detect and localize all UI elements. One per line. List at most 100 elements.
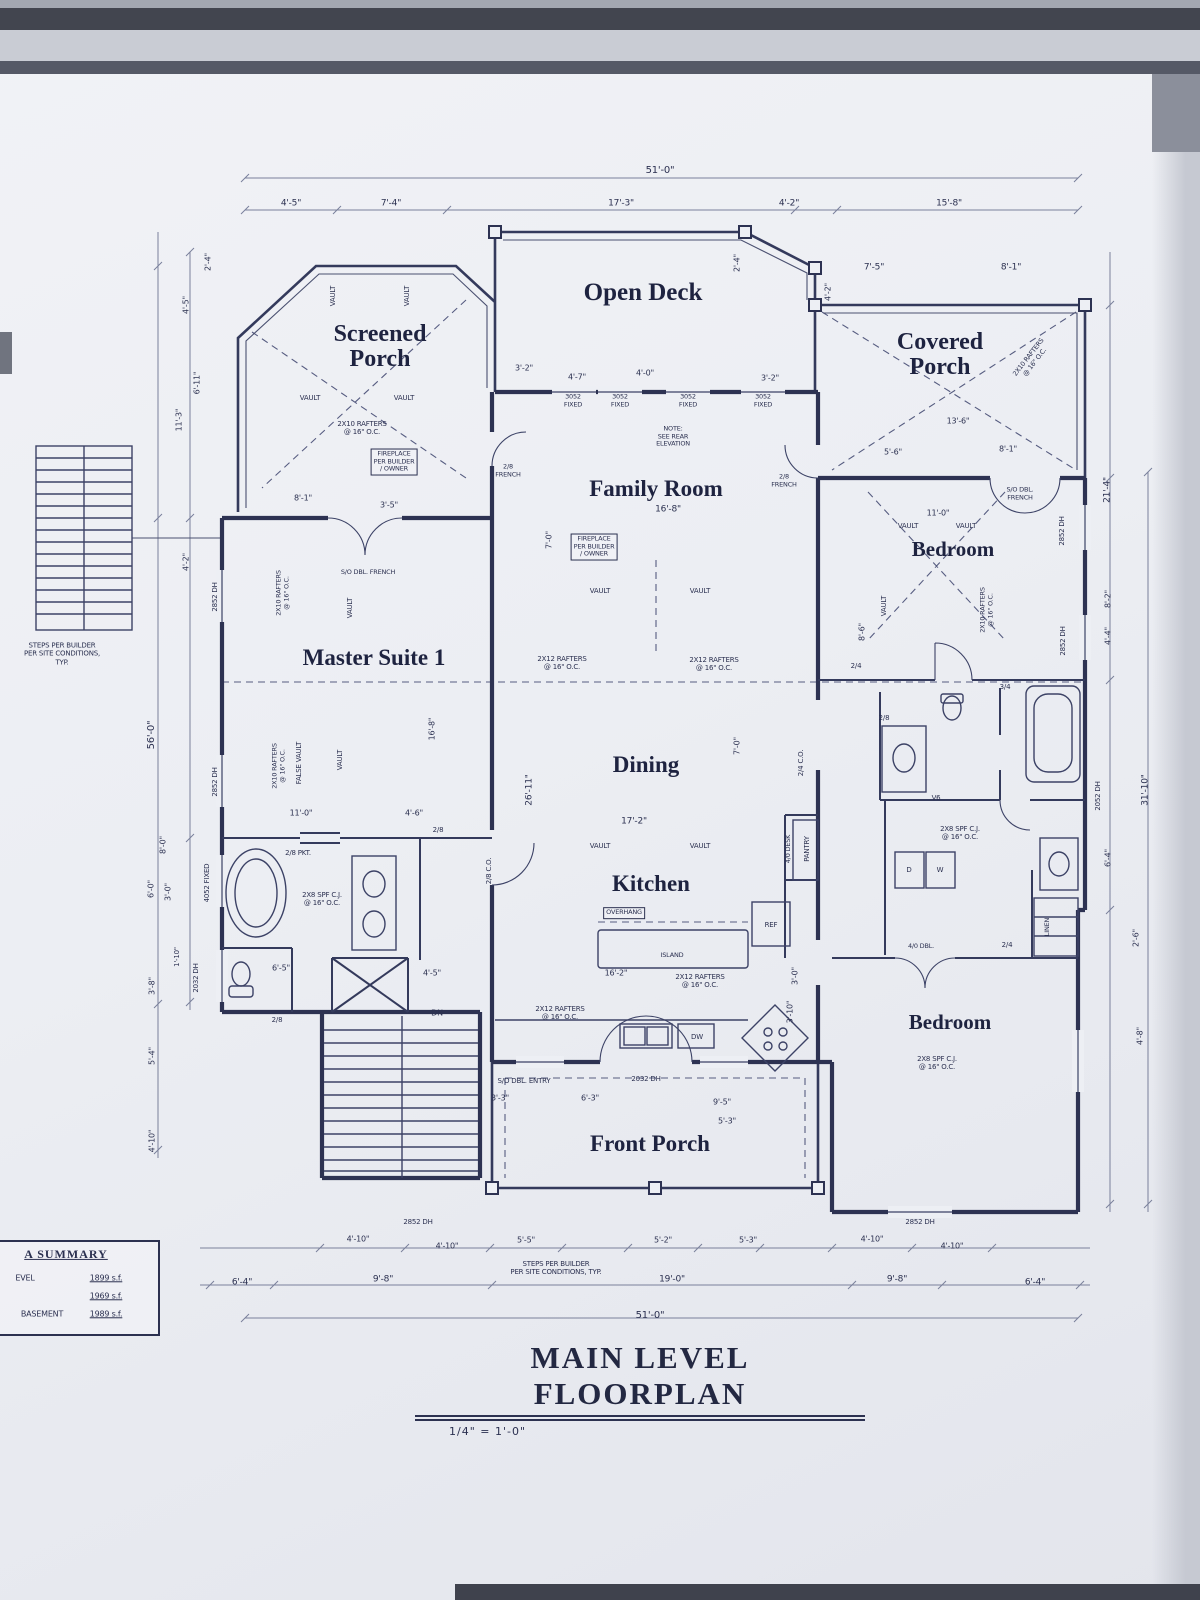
plan-annotation: 2X8 SPF C.J. @ 16" O.C. — [940, 824, 980, 841]
plan-annotation: 11'-0" — [289, 808, 313, 818]
area-summary-value: 1989 s.f. — [89, 1309, 123, 1319]
vault-and-ceiling-dashed-lines — [222, 299, 1085, 1178]
drawing-title-block: MAIN LEVEL FLOORPLAN 1/4" = 1'-0" — [415, 1340, 865, 1438]
drawing-scale: 1/4" = 1'-0" — [449, 1425, 527, 1438]
plan-annotation: FIREPLACE PER BUILDER / OWNER — [370, 448, 418, 476]
plan-annotation: 11'-0" — [926, 508, 950, 518]
room-label-covered-porch: Covered Porch — [896, 328, 984, 380]
room-label-screened-porch: Screened Porch — [333, 320, 427, 372]
plan-annotation: 5'-5" — [517, 1235, 535, 1245]
plan-annotation: 3'-5" — [380, 500, 398, 510]
plan-annotation: 2/8 — [271, 1015, 283, 1024]
plan-annotation: 4'-5" — [280, 198, 302, 209]
photo-top-gap-band — [0, 30, 1200, 61]
plan-annotation: 3052 FIXED — [563, 392, 583, 408]
plan-annotation: 9'-8" — [886, 1274, 908, 1285]
plan-annotation: FIREPLACE PER BUILDER / OWNER — [570, 533, 618, 561]
plan-annotation: 16'-8" — [655, 504, 681, 515]
plan-annotation: 2X8 SPF C.J. @ 16" O.C. — [302, 890, 342, 907]
area-summary-label: EVEL — [15, 1273, 35, 1283]
plan-annotation: 2/8 FRENCH — [771, 472, 797, 488]
plan-annotation: 9'-5" — [713, 1097, 731, 1107]
room-label-open-deck: Open Deck — [583, 278, 703, 306]
plan-annotation: VAULT — [689, 586, 711, 595]
plan-annotation: 51'-0" — [645, 165, 675, 177]
plan-annotation: 5'-6" — [884, 447, 902, 457]
drawing-title: MAIN LEVEL FLOORPLAN — [415, 1340, 865, 1421]
room-label-family-room: Family Room — [589, 475, 723, 501]
photo-right-corner-shadow — [1152, 74, 1200, 152]
plan-annotation: 4'-10" — [860, 1234, 884, 1244]
plan-annotation: 4'-0" — [636, 368, 654, 378]
plan-annotation: 2/4 — [1001, 940, 1013, 949]
plan-annotation: 8'-1" — [294, 493, 312, 503]
plan-annotation: 4'-10" — [940, 1241, 964, 1251]
plan-annotation: 3052 FIXED — [753, 392, 773, 408]
fixtures-and-stairs — [35, 445, 1081, 1178]
plan-annotation: V6 — [931, 793, 941, 802]
plan-annotation: W — [936, 865, 944, 874]
plan-annotation: REF — [764, 920, 778, 929]
room-label-bedroom-1: Bedroom — [911, 536, 995, 561]
plan-annotation: 6'-4" — [231, 1277, 253, 1288]
plan-annotation: 8'-1" — [1000, 262, 1022, 273]
photo-bottom-edge — [455, 1584, 1200, 1600]
room-label-kitchen: Kitchen — [612, 870, 690, 896]
plan-annotation: 5'-2" — [654, 1235, 672, 1245]
plan-annotation: 2/8 FRENCH — [495, 462, 521, 478]
plan-annotation: S/O DBL. FRENCH — [1006, 485, 1034, 501]
plan-annotation: 3'-3" — [491, 1093, 509, 1103]
plan-annotation: 4'-5" — [423, 968, 441, 978]
plan-annotation: DN — [431, 1008, 443, 1018]
paper-top-edge-shadow — [0, 61, 1200, 74]
plan-annotation: 17'-3" — [608, 198, 634, 209]
plan-annotation: 19'-0" — [659, 1274, 685, 1285]
plan-annotation: 6'-5" — [272, 963, 290, 973]
plan-annotation: 13'-6" — [946, 416, 970, 426]
porch-posts — [485, 225, 1092, 1195]
area-summary-value: 1969 s.f. — [89, 1291, 123, 1301]
plan-annotation: 4'-10" — [346, 1234, 370, 1244]
plan-annotation: VAULT — [689, 841, 711, 850]
plan-annotation: 2X12 RAFTERS @ 16" O.C. — [537, 654, 587, 671]
plan-annotation: 2/8 — [878, 713, 890, 722]
plan-annotation: 2X8 SPF C.J. @ 16" O.C. — [917, 1054, 957, 1071]
plan-annotation: STEPS PER BUILDER PER SITE CONDITIONS, T… — [510, 1259, 602, 1276]
plan-annotation: 2032 DH — [631, 1074, 661, 1083]
plan-annotation: 5'-3" — [718, 1116, 736, 1126]
plan-annotation: D — [906, 865, 912, 874]
plan-annotation: 2852 DH — [403, 1217, 433, 1226]
plan-annotation: 2/4 — [850, 661, 862, 670]
plan-annotation: 2852 DH — [905, 1217, 935, 1226]
plan-annotation: 17'-2" — [621, 816, 647, 827]
room-label-front-porch: Front Porch — [590, 1130, 710, 1156]
plan-annotation: ISLAND — [660, 951, 684, 960]
area-summary-box — [0, 1240, 160, 1336]
interior-walls — [222, 679, 1085, 1013]
photo-top-dark-band — [0, 8, 1200, 30]
room-label-bedroom-2: Bedroom — [908, 1009, 992, 1034]
photo-left-edge-mark — [0, 332, 12, 374]
plan-annotation: DW — [691, 1032, 703, 1041]
plan-annotation: 4'-2" — [778, 198, 800, 209]
plan-annotation: S/O DBL. ENTRY — [497, 1076, 551, 1085]
plan-annotation: 2X12 RAFTERS @ 16" O.C. — [535, 1004, 585, 1021]
plan-annotation: VAULT — [393, 393, 415, 402]
plan-annotation: 3'-2" — [515, 363, 533, 373]
paper-right-edge-shadow — [1152, 74, 1200, 1600]
dimension-lines — [153, 173, 1153, 1323]
exterior-walls — [219, 389, 1088, 1215]
plan-annotation: 9'-8" — [372, 1274, 394, 1285]
plan-annotation: 3/4 — [999, 682, 1011, 691]
plan-annotation: NOTE: SEE REAR ELEVATION — [656, 424, 690, 448]
plan-annotation: VAULT — [955, 521, 977, 530]
plan-annotation: VAULT — [897, 521, 919, 530]
area-summary-value: 1899 s.f. — [89, 1273, 123, 1283]
plan-annotation: 7'-5" — [863, 262, 885, 273]
plan-annotation: STEPS PER BUILDER PER SITE CONDITIONS, T… — [23, 641, 101, 667]
area-summary-header: A SUMMARY — [24, 1246, 108, 1261]
